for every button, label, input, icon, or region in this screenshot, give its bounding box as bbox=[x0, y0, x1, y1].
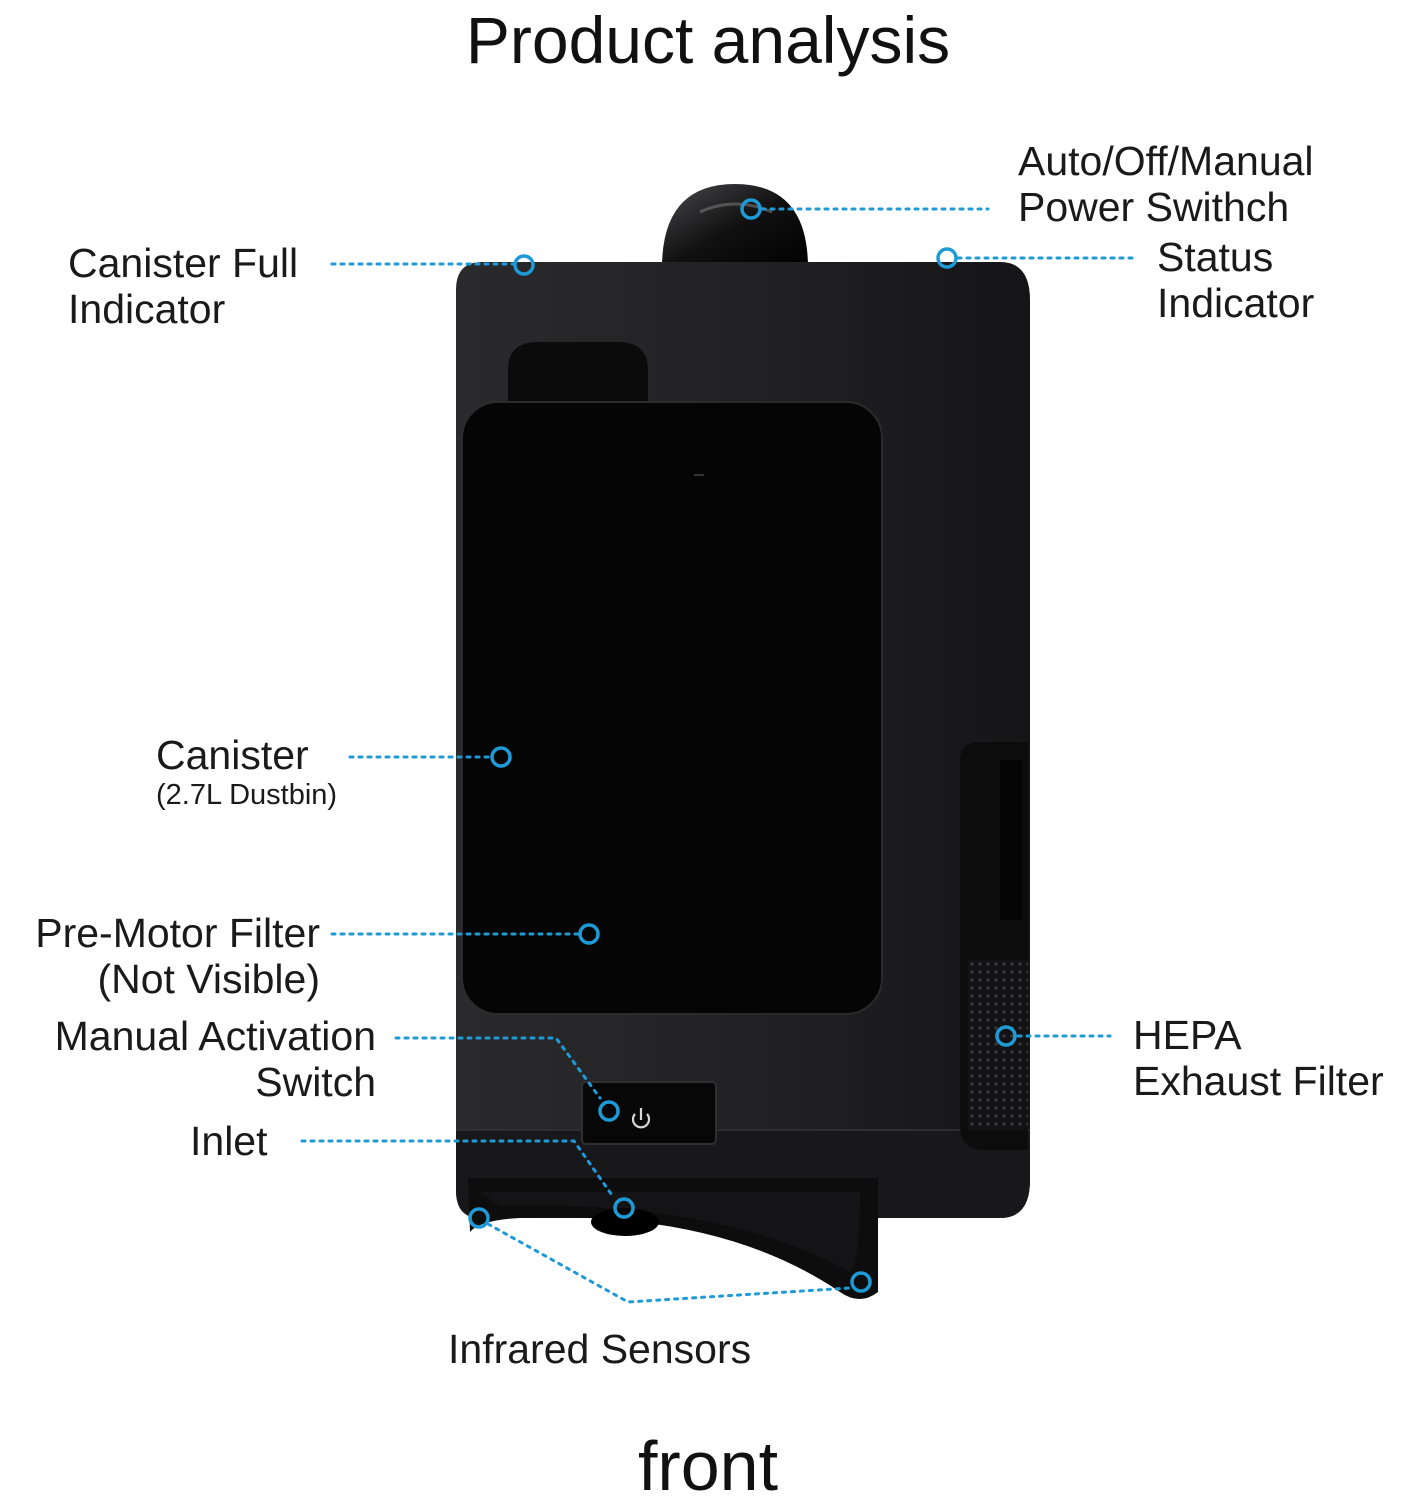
label-manual-switch: Manual Activation Switch bbox=[0, 1013, 376, 1105]
label-infrared-text: Infrared Sensors bbox=[448, 1326, 752, 1372]
label-status-line2: Indicator bbox=[1157, 280, 1315, 326]
marker-status bbox=[936, 247, 958, 269]
leader-inlet bbox=[300, 1139, 616, 1200]
power-knob bbox=[662, 184, 808, 268]
page-title: Product analysis bbox=[465, 3, 951, 77]
label-canister-name: Canister bbox=[156, 732, 309, 778]
label-power-switch: Auto/Off/Manual Power Swithch bbox=[1018, 138, 1314, 230]
label-canister: Canister (2.7L Dustbin) bbox=[156, 732, 337, 812]
marker-canister bbox=[490, 746, 512, 768]
marker-infrared-left bbox=[468, 1207, 490, 1229]
label-canister-sub: (2.7L Dustbin) bbox=[156, 779, 338, 811]
marker-canister-full bbox=[513, 254, 535, 276]
label-manual-switch-line1: Manual Activation bbox=[54, 1013, 376, 1059]
marker-power-switch bbox=[740, 198, 762, 220]
power-icon bbox=[631, 1108, 651, 1129]
device-body bbox=[456, 262, 1030, 1299]
view-caption: front bbox=[637, 1427, 779, 1505]
label-inlet: Inlet bbox=[190, 1118, 268, 1164]
label-status-indicator: Status Indicator bbox=[1157, 234, 1314, 326]
label-pre-motor-line2: (Not Visible) bbox=[97, 956, 320, 1002]
label-pre-motor-filter: Pre-Motor Filter (Not Visible) bbox=[0, 910, 320, 1002]
leader-lines bbox=[300, 207, 1138, 1304]
marker-hepa bbox=[995, 1025, 1017, 1047]
label-hepa-line2: Exhaust Filter bbox=[1133, 1058, 1384, 1104]
label-manual-switch-line2: Switch bbox=[255, 1059, 376, 1105]
label-pre-motor-line1: Pre-Motor Filter bbox=[35, 910, 320, 956]
label-power-switch-line2: Power Swithch bbox=[1018, 184, 1290, 230]
markers bbox=[468, 198, 1017, 1293]
marker-infrared-right bbox=[850, 1271, 872, 1293]
marker-inlet bbox=[613, 1197, 635, 1219]
marker-manual-switch bbox=[598, 1100, 620, 1122]
label-status-line1: Status bbox=[1157, 234, 1274, 280]
label-infrared-sensors: Infrared Sensors bbox=[448, 1326, 751, 1372]
leader-infrared bbox=[486, 1222, 852, 1304]
label-hepa-line1: HEPA bbox=[1133, 1012, 1242, 1058]
label-canister-full: Canister Full Indicator bbox=[68, 240, 298, 332]
leader-manual-switch bbox=[394, 1036, 602, 1100]
marker-pre-motor bbox=[578, 923, 600, 945]
label-hepa: HEPA Exhaust Filter bbox=[1133, 1012, 1384, 1104]
label-canister-full-line1: Canister Full bbox=[68, 240, 299, 286]
label-power-switch-line1: Auto/Off/Manual bbox=[1018, 138, 1314, 184]
label-inlet-text: Inlet bbox=[190, 1118, 268, 1164]
label-canister-full-line2: Indicator bbox=[68, 286, 226, 332]
